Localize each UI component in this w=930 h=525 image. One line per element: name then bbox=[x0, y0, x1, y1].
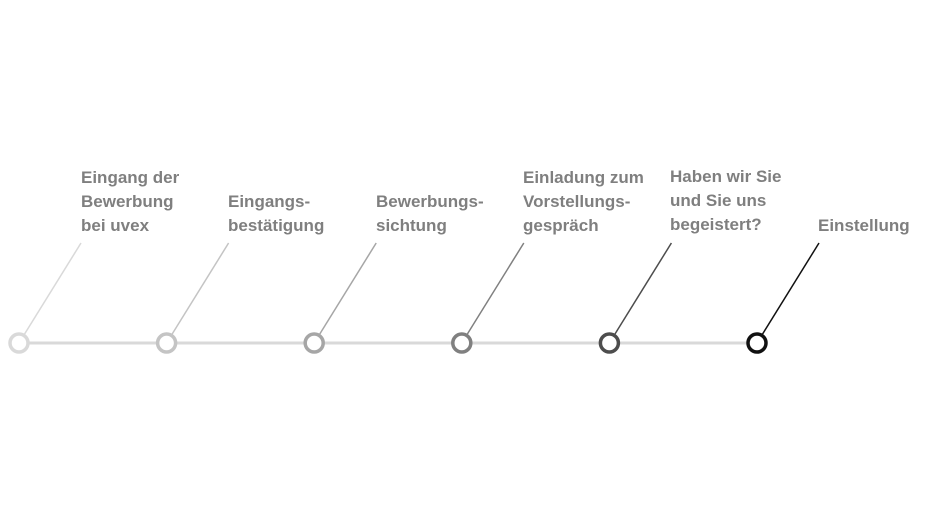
step-label-eingangsbestaetigung: Eingangs- bestätigung bbox=[228, 190, 324, 238]
step-connector-line bbox=[461, 242, 525, 344]
step-label-line: Einstellung bbox=[818, 216, 910, 235]
step-connector-line bbox=[165, 242, 230, 344]
step-label-line: bei uvex bbox=[81, 216, 150, 235]
step-connector-line bbox=[313, 242, 377, 344]
step-label-line: Vorstellungs- bbox=[523, 192, 631, 211]
step-label-line: und Sie uns bbox=[670, 191, 767, 210]
step-label-einladung: Einladung zum Vorstellungs- gespräch bbox=[523, 166, 644, 238]
step-label-line: Eingang der bbox=[81, 168, 180, 187]
step-label-line: sichtung bbox=[376, 216, 447, 235]
step-node bbox=[8, 332, 30, 354]
step-label-line: bestätigung bbox=[228, 216, 325, 235]
step-label-bewerbungssichtung: Bewerbungs- sichtung bbox=[376, 190, 484, 238]
step-label-line: gespräch bbox=[523, 216, 599, 235]
step-label-line: begeistert? bbox=[670, 215, 762, 234]
step-connector-line bbox=[608, 242, 673, 344]
step-node bbox=[451, 332, 473, 354]
step-label-line: Bewerbungs- bbox=[376, 192, 484, 211]
step-label-einstellung: Einstellung bbox=[818, 214, 910, 238]
step-node bbox=[155, 332, 178, 354]
step-label-line: Bewerbung bbox=[81, 192, 174, 211]
step-connector-line bbox=[756, 242, 820, 344]
step-node bbox=[598, 332, 621, 354]
step-node bbox=[746, 332, 768, 354]
step-label-eingang: Eingang der Bewerbung bei uvex bbox=[81, 166, 179, 238]
step-connector-line bbox=[18, 242, 82, 344]
step-label-begeistert: Haben wir Sie und Sie uns begeistert? bbox=[670, 165, 781, 237]
step-label-line: Eingangs- bbox=[228, 192, 311, 211]
step-label-line: Haben wir Sie bbox=[670, 167, 782, 186]
step-node bbox=[303, 332, 325, 354]
step-label-line: Einladung zum bbox=[523, 168, 644, 187]
